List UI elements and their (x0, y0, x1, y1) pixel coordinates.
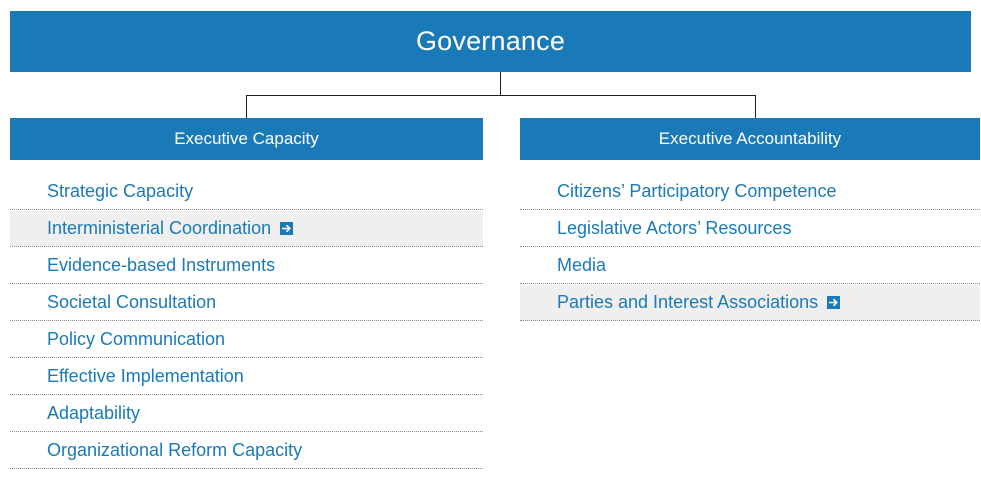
list-item-adaptability[interactable]: Adaptability (10, 396, 483, 432)
list-item-label[interactable]: Adaptability (47, 403, 141, 423)
list-item-effective-implementation[interactable]: Effective Implementation (10, 359, 483, 395)
list-item-label[interactable]: Citizens’ Participatory Competence (557, 181, 837, 201)
page-title: Governance (415, 26, 566, 56)
list-item-label[interactable]: Evidence-based Instruments (47, 255, 276, 275)
list-item-policy-communication[interactable]: Policy Communication (10, 322, 483, 358)
column-header-label: Executive Accountability (658, 129, 842, 148)
list-item-organizational-reform-capacity[interactable]: Organizational Reform Capacity (10, 433, 483, 469)
arrow-right-icon[interactable] (827, 296, 841, 309)
arrow-right-icon[interactable] (280, 222, 294, 235)
governance-title: Governance (10, 11, 971, 72)
list-item-label[interactable]: Policy Communication (47, 329, 226, 349)
column-header-executive-capacity: Executive Capacity (10, 118, 483, 160)
connector-trunk (500, 72, 501, 95)
list-item-citizens-participatory-competence[interactable]: Citizens’ Participatory Competence (520, 174, 980, 210)
list-item-parties-and-interest-associations[interactable]: Parties and Interest Associations (520, 285, 980, 321)
executive-capacity-list: Strategic Capacity Interministerial Coor… (10, 174, 483, 470)
list-item-label[interactable]: Effective Implementation (47, 366, 244, 386)
connector-left (246, 95, 247, 118)
list-item-evidence-based-instruments[interactable]: Evidence-based Instruments (10, 248, 483, 284)
list-item-label[interactable]: Societal Consultation (47, 292, 217, 312)
list-item-label[interactable]: Interministerial Coordination (47, 218, 272, 238)
column-header-executive-accountability: Executive Accountability (520, 118, 980, 160)
list-item-label[interactable]: Media (557, 255, 607, 275)
executive-accountability-list: Citizens’ Participatory Competence Legis… (520, 174, 980, 322)
connector-right (755, 95, 756, 118)
connector-branch (246, 95, 756, 96)
column-header-label: Executive Capacity (174, 129, 319, 148)
list-item-label[interactable]: Strategic Capacity (47, 181, 194, 201)
list-item-label[interactable]: Organizational Reform Capacity (47, 440, 303, 460)
list-item-societal-consultation[interactable]: Societal Consultation (10, 285, 483, 321)
list-item-media[interactable]: Media (520, 248, 980, 284)
list-item-label[interactable]: Parties and Interest Associations (557, 292, 819, 312)
list-item-interministerial-coordination[interactable]: Interministerial Coordination (10, 211, 483, 247)
list-item-label[interactable]: Legislative Actors’ Resources (557, 218, 792, 238)
list-item-strategic-capacity[interactable]: Strategic Capacity (10, 174, 483, 210)
list-item-legislative-actors-resources[interactable]: Legislative Actors’ Resources (520, 211, 980, 247)
